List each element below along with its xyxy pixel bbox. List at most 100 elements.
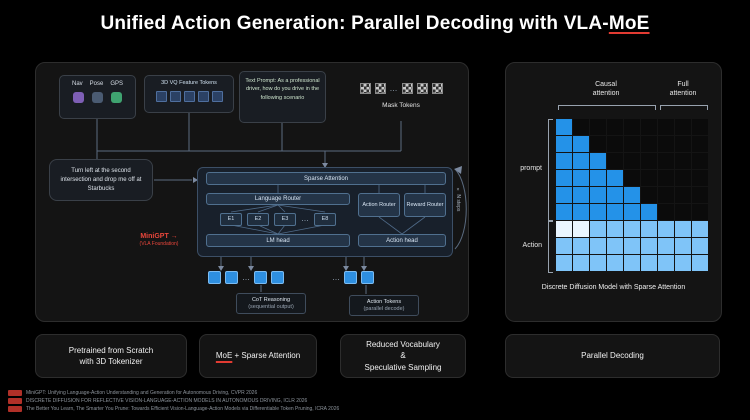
attention-panel: Causal attention Full attention prompt A…	[505, 62, 722, 322]
full-attention-label: Full attention	[669, 81, 697, 98]
mask-tokens-area: … Mask Tokens	[341, 83, 461, 109]
model-name: MiniGPT →	[140, 233, 178, 240]
reference-text: DISCRETE DIFFUSION FOR REFLECTIVE VISION…	[26, 398, 308, 404]
diffusion-steps-label: × N steps	[455, 187, 461, 212]
ellipsis: …	[332, 272, 340, 282]
text-part: Parallel Decoding	[581, 351, 644, 361]
pose-icon	[92, 92, 103, 103]
text-part: Reduced Vocabulary	[366, 340, 440, 350]
action-rows-bracket	[548, 221, 553, 273]
label-line: Parallel Decoding	[581, 350, 644, 361]
feature-token	[211, 91, 223, 102]
text-part: Speculative Sampling	[364, 362, 442, 372]
lm-head-bar: LM head	[206, 234, 350, 247]
attention-cell	[573, 255, 589, 271]
sensor-icons	[60, 92, 135, 103]
feature-tokens-box: 3D VQ Feature Tokens	[144, 75, 234, 113]
sensor-labels: Nav Pose GPS	[60, 81, 135, 87]
attention-cell	[658, 204, 674, 220]
full-attention-bracket	[660, 105, 708, 110]
attention-cell	[556, 119, 572, 135]
attention-cell	[556, 255, 572, 271]
attention-cell	[675, 238, 691, 254]
text-part: Pretrained from Scratch	[68, 345, 154, 355]
mask-token	[374, 83, 386, 94]
attention-cell	[590, 238, 606, 254]
attention-cell	[692, 187, 708, 203]
model-name-label: MiniGPT → (VLA Foundation)	[124, 233, 194, 247]
takeaway-parallel-decoding: Parallel Decoding	[505, 334, 720, 378]
attention-cell	[692, 119, 708, 135]
feature-token	[169, 91, 181, 102]
references-list: MiniGPT: Unifying Language-Action Unders…	[8, 388, 339, 412]
attention-cell	[573, 119, 589, 135]
action-tokens-caption: Action Tokens (parallel decode)	[349, 295, 419, 316]
reference-logo-icon	[8, 390, 22, 396]
model-subtitle: (VLA Foundation)	[139, 241, 179, 247]
label-line: Speculative Sampling	[365, 362, 442, 373]
mask-token	[401, 83, 413, 94]
mask-token	[359, 83, 371, 94]
attention-cell	[624, 221, 640, 237]
takeaway-reduced-vocabulary: Reduced Vocabulary&Speculative Sampling	[340, 334, 466, 378]
label-line: &	[400, 350, 405, 361]
attention-cell	[692, 204, 708, 220]
attention-cell	[556, 204, 572, 220]
attention-cell	[573, 136, 589, 152]
attention-cell	[590, 170, 606, 186]
feature-token	[183, 91, 195, 102]
label-line: MoE + Sparse Attention	[216, 350, 300, 361]
action-router-box: Action Router	[358, 193, 400, 217]
attention-cell	[641, 136, 657, 152]
attention-cell	[675, 136, 691, 152]
attention-cell	[675, 221, 691, 237]
text-part: &	[400, 351, 406, 361]
attention-cell	[607, 221, 623, 237]
attention-cell	[641, 187, 657, 203]
action-token	[254, 271, 267, 284]
cot-caption-line2: (sequential output)	[248, 304, 294, 310]
action-token	[208, 271, 221, 284]
gps-icon	[111, 92, 122, 103]
mask-token-row: …	[341, 83, 461, 94]
attention-cell	[658, 255, 674, 271]
attention-cell	[641, 238, 657, 254]
action-head-bar: Action head	[358, 234, 446, 247]
reference-logo-icon	[8, 398, 22, 404]
attention-cell	[624, 204, 640, 220]
expert-e1: E1	[220, 212, 242, 226]
pose-label: Pose	[89, 81, 104, 87]
attention-cell	[607, 136, 623, 152]
expert-e8: E8	[314, 212, 336, 226]
sparse-attention-bar: Sparse Attention	[206, 172, 446, 185]
text-part: Unified Action Generation: Parallel Deco…	[100, 13, 609, 34]
attention-cell	[607, 170, 623, 186]
attention-cell	[675, 170, 691, 186]
attention-cell	[641, 153, 657, 169]
attention-cell	[590, 136, 606, 152]
nav-icon	[73, 92, 84, 103]
action-caption-line2: (parallel decode)	[363, 306, 405, 312]
attention-cell	[692, 170, 708, 186]
attention-cell	[658, 153, 674, 169]
label-line: with 3D Tokenizer	[80, 356, 143, 367]
attention-cell	[658, 136, 674, 152]
attention-cell	[573, 153, 589, 169]
attention-cell	[641, 170, 657, 186]
attention-cell	[624, 153, 640, 169]
cot-reasoning-caption: CoT Reasoning (sequential output)	[236, 293, 306, 314]
attention-cell	[573, 204, 589, 220]
attention-cell	[556, 153, 572, 169]
reference-item: The Better You Learn, The Smarter You Pr…	[8, 406, 339, 412]
attention-cell	[624, 170, 640, 186]
attention-cell	[590, 221, 606, 237]
reward-router-box: Reward Router	[404, 193, 446, 217]
text-prompt-box: Text Prompt: As a professional driver, h…	[239, 71, 326, 123]
attention-cell	[658, 238, 674, 254]
reference-item: MiniGPT: Unifying Language-Action Unders…	[8, 390, 339, 396]
attention-cell	[556, 136, 572, 152]
language-router-bar: Language Router	[206, 193, 350, 205]
attention-cell	[556, 221, 572, 237]
attention-cell	[607, 255, 623, 271]
